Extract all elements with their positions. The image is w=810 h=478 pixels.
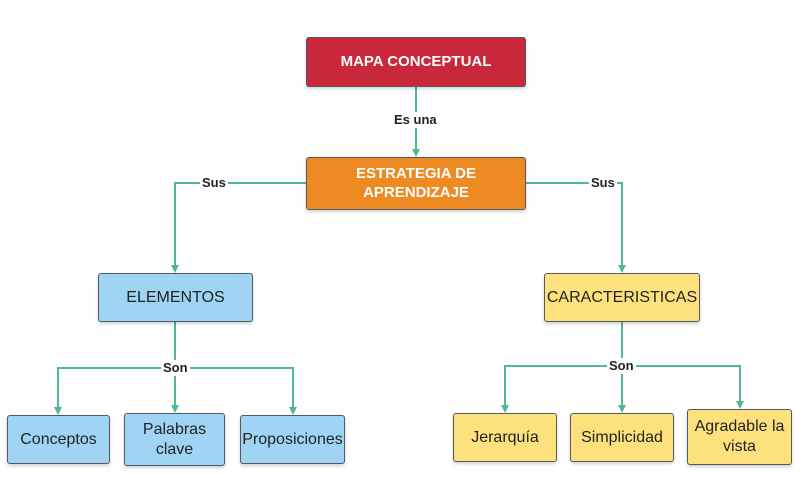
node-estrategia[interactable]: ESTRATEGIA DE APRENDIZAJE (306, 157, 526, 210)
label-sus-left: Sus (200, 175, 228, 191)
label-es-una: Es una (392, 112, 439, 128)
node-palabras-clave[interactable]: Palabras clave (124, 413, 225, 466)
label-son-right: Son (607, 358, 636, 374)
label-son-left: Son (161, 360, 190, 376)
node-caracteristicas[interactable]: CARACTERISTICAS (544, 273, 700, 322)
node-palabras-clave-label: Palabras clave (142, 420, 207, 458)
link-son-left-conceptos (54, 367, 175, 415)
node-agradable-la-vista[interactable]: Agradable la vista (687, 409, 792, 465)
link-sus-left (171, 182, 306, 273)
link-son-right-agradable (622, 365, 744, 409)
node-agradable-la-vista-label: Agradable la vista (694, 418, 785, 455)
node-jerarquia[interactable]: Jerarquía (453, 413, 557, 462)
node-elementos[interactable]: ELEMENTOS (98, 273, 253, 322)
link-son-left-proposiciones (175, 367, 297, 415)
node-mapa-conceptual[interactable]: MAPA CONCEPTUAL (306, 37, 526, 87)
node-proposiciones-label: Proposiciones (242, 430, 343, 448)
label-sus-right: Sus (589, 175, 617, 191)
node-caracteristicas-label: CARACTERISTICAS (546, 288, 698, 306)
node-conceptos[interactable]: Conceptos (7, 415, 110, 464)
node-estrategia-label: ESTRATEGIA DE APRENDIZAJE (355, 164, 476, 201)
node-conceptos-label: Conceptos (20, 430, 97, 448)
link-son-right-jerarquia (501, 365, 622, 413)
node-mapa-conceptual-label: MAPA CONCEPTUAL (340, 52, 492, 70)
link-sus-right (526, 182, 626, 273)
node-simplicidad[interactable]: Simplicidad (570, 413, 674, 462)
node-proposiciones[interactable]: Proposiciones (240, 415, 345, 464)
node-jerarquia-label: Jerarquía (471, 428, 539, 446)
node-simplicidad-label: Simplicidad (581, 428, 663, 446)
node-elementos-label: ELEMENTOS (126, 288, 225, 306)
